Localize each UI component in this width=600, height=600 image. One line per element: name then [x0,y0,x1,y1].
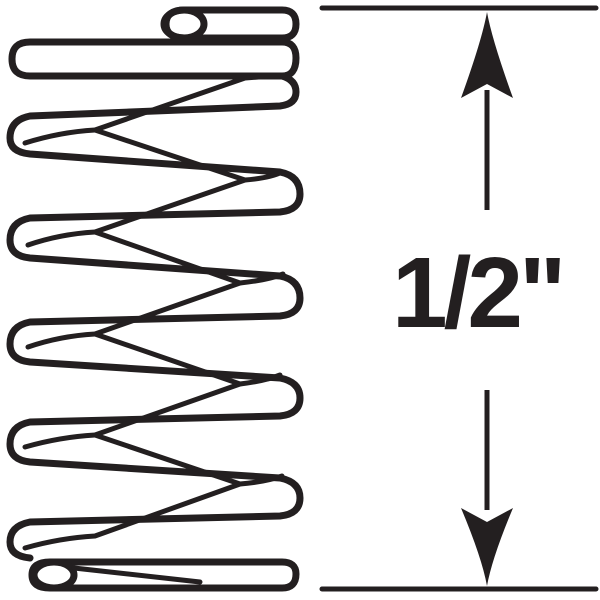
spring-coil-back-9 [22,481,243,551]
spring-illustration [6,6,304,592]
spring-top-end-loop [162,6,300,42]
spring-coil-front [6,72,304,562]
spring-top-closed-coil [8,38,300,80]
arrow-up-icon [461,12,513,98]
spring-bottom-strand [71,565,203,585]
spring-bottom-wire-end [30,558,78,592]
arrow-down-icon [461,508,513,586]
dimension-indicator [319,5,599,592]
spring-top-wire-end [160,6,208,42]
dimension-label: 1/2" [392,237,566,349]
